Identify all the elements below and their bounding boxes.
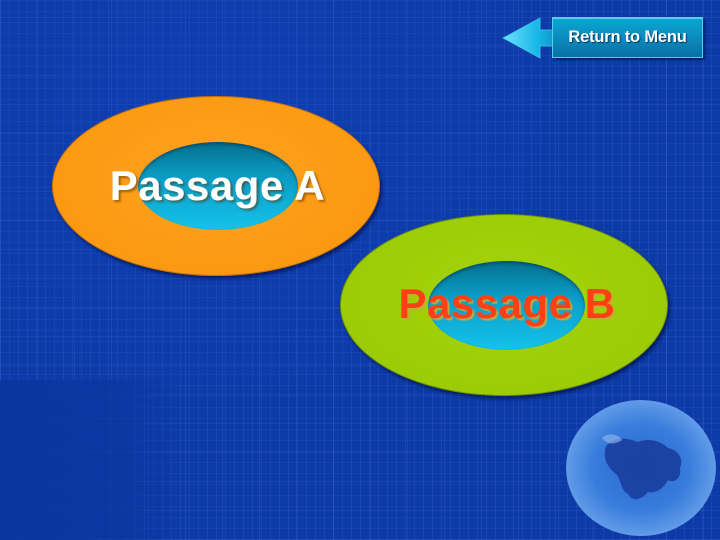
arrow-left-icon[interactable]: [502, 16, 562, 60]
return-to-menu-control[interactable]: Return to Menu: [502, 16, 706, 60]
return-to-menu-button[interactable]: Return to Menu: [552, 17, 703, 58]
passage-b-oval[interactable]: Passage B: [340, 214, 668, 396]
background-fade: [0, 380, 180, 540]
passage-b-inner-oval: [428, 261, 585, 350]
passage-a-oval[interactable]: Passage A: [52, 96, 380, 276]
passage-a-label: Passage A: [109, 162, 326, 209]
passage-a-inner-oval: [138, 142, 298, 230]
return-to-menu-label: Return to Menu: [568, 28, 687, 46]
globe-icon: [566, 400, 716, 536]
continent-shape: [602, 434, 682, 500]
passage-b-label: Passage B: [398, 280, 616, 327]
